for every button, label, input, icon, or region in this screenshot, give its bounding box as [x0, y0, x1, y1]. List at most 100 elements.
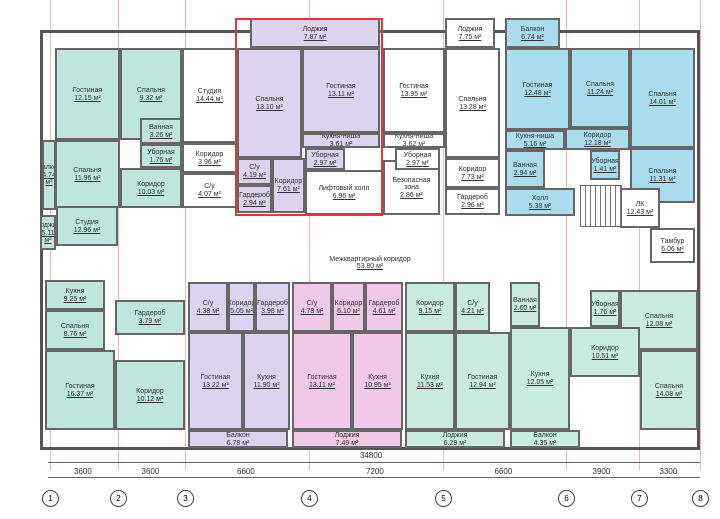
room-area: 2.97 м²: [313, 159, 337, 167]
room-area: 6.29 м²: [443, 439, 467, 447]
room-area: 3.79 м²: [138, 318, 162, 325]
room-area: 3.26 м²: [149, 131, 173, 139]
grid-line: [566, 0, 567, 470]
room-area: 12.96 м²: [73, 226, 101, 234]
room-area: 2.94 м²: [243, 199, 266, 207]
room-area: 13.22 м²: [202, 381, 229, 389]
room-area: 13.11 м²: [308, 381, 336, 389]
room-name: Уборная: [591, 157, 619, 165]
room-name: Коридор: [136, 387, 164, 395]
axis-marker: 2: [110, 490, 127, 507]
room-name: Коридор: [458, 165, 487, 173]
room-name: Кухня: [420, 373, 440, 381]
room-name: Балкон: [520, 25, 545, 33]
room-name: Балкон: [226, 431, 250, 439]
axis-marker: 6: [558, 490, 575, 507]
room-area: 12.18 м²: [584, 139, 611, 147]
room-name: Коридор: [591, 344, 619, 352]
room-area: 3.98 м²: [261, 307, 284, 315]
span-dimension: 6600: [237, 467, 255, 476]
room-name: Уборная: [311, 151, 339, 159]
span-dimension: 3300: [659, 467, 678, 476]
span-dimension: 6600: [494, 467, 513, 476]
room-area: 13.10 м²: [256, 103, 283, 111]
room-area: 10.12 м²: [136, 395, 164, 403]
room-area: 11.96 м²: [74, 174, 101, 182]
room-name: Гардероб: [239, 191, 270, 199]
room-area: 10.95 м²: [364, 381, 391, 389]
grid-line: [443, 0, 444, 470]
room-name: Спальня: [255, 95, 284, 103]
room-name: Кухня: [65, 287, 85, 295]
room-name: Спальня: [648, 90, 677, 98]
room-area: 6.96 м²: [332, 193, 356, 200]
room-area: 13.11 м²: [327, 91, 355, 98]
room-area: 5.38 м²: [528, 202, 552, 210]
room-area: 9.25 м²: [63, 295, 87, 303]
room-area: 12.05 м²: [526, 379, 554, 386]
room-area: 14.08 м²: [655, 390, 683, 398]
corridor-name: Межквартирный коридор: [329, 256, 411, 263]
room-name: Спальня: [458, 95, 487, 103]
room-name: Балкон: [42, 164, 54, 171]
room-area: 4.74 м²: [42, 172, 56, 186]
room-name: Студия: [197, 88, 222, 95]
room-name: С/у: [306, 299, 318, 307]
room-name: Лоджия: [40, 221, 54, 229]
room-name: Спальня: [585, 80, 615, 88]
room-name: Уборная: [403, 151, 432, 159]
room-area: 3.96 м²: [198, 158, 221, 166]
room-name: Лоджия: [334, 431, 360, 439]
corridor-area: 53.80 м²: [356, 263, 384, 270]
room-area: 12.15 м²: [74, 94, 101, 102]
room-name: Гардероб: [368, 299, 400, 307]
room-area: 7.87 м²: [303, 33, 327, 41]
room-area: 4.35 м²: [533, 439, 557, 447]
room-name: Гостиная: [65, 382, 95, 390]
common-corridor: Межквартирный коридор 53.80 м²: [40, 216, 700, 280]
grid-line: [309, 0, 310, 470]
span-dimension-line: [48, 477, 700, 478]
room-area: 3.62 м²: [402, 141, 426, 148]
grid-line: [185, 0, 186, 470]
grid-line: [118, 0, 119, 470]
room-name: Кухня-ниша: [515, 132, 555, 140]
span-dimension: 7200: [366, 467, 384, 476]
room-name: Гардероб: [134, 310, 166, 317]
room-name: Балкон: [533, 431, 557, 439]
room-area: 12.94 м²: [469, 381, 496, 389]
room-area: 4.19 м²: [243, 172, 266, 179]
